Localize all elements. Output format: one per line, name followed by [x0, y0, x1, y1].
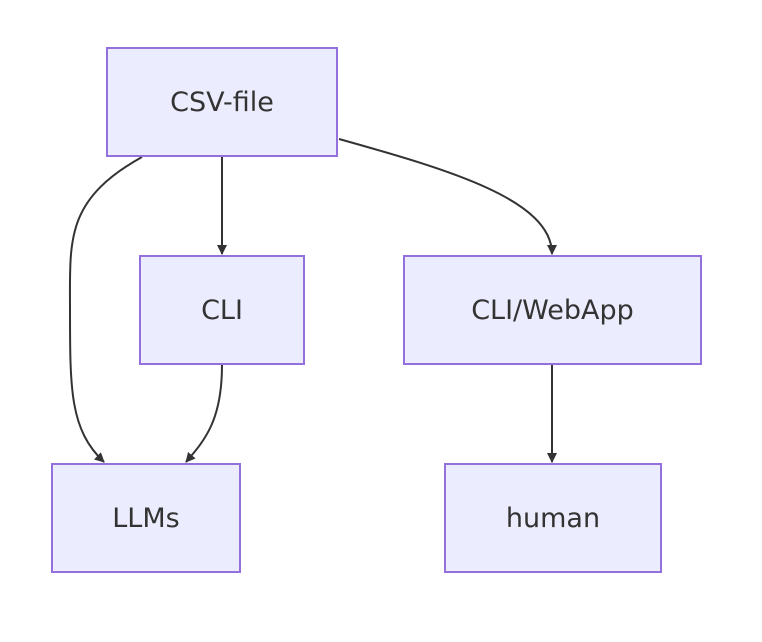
node-label: human: [505, 502, 601, 534]
edge-cli-to-llms: [185, 364, 223, 463]
node-cli: CLI: [139, 255, 305, 365]
node-cli-webapp: CLI/WebApp: [403, 255, 702, 365]
edge-csv-to-llms: [68, 156, 143, 463]
node-csv-file: CSV-file: [106, 47, 338, 157]
node-label: CSV-file: [170, 86, 274, 118]
node-label: CLI: [201, 294, 243, 326]
node-label: CLI/WebApp: [471, 294, 634, 326]
node-llms: LLMs: [51, 463, 241, 573]
node-human: human: [444, 463, 662, 573]
edge-csv-to-cliweb: [338, 138, 557, 255]
node-label: LLMs: [112, 502, 180, 534]
